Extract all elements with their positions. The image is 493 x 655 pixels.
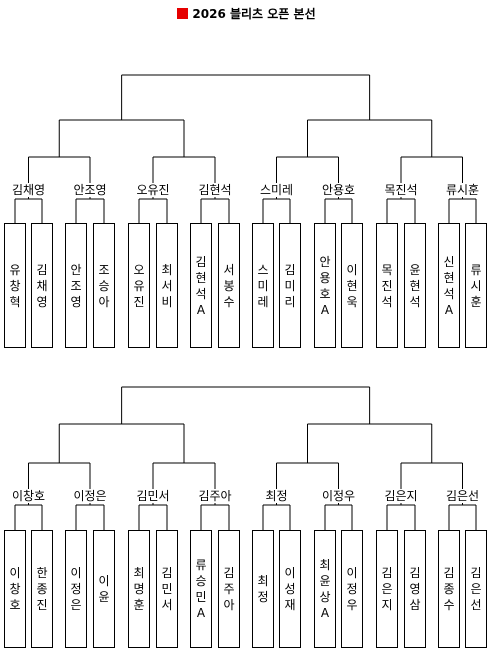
group-winner-label: 김채영	[2, 183, 55, 197]
group-winner-label: 최정	[250, 489, 303, 503]
group-winner-label: 김민서	[127, 489, 179, 503]
group-winner-label: 김은선	[436, 489, 489, 503]
page-title: 2026 블리츠 오픈 본선	[0, 4, 493, 22]
group-winner-label: 류시훈	[436, 183, 489, 197]
group-winner-label: 스미레	[250, 183, 303, 197]
group-winner-label: 김주아	[189, 489, 241, 503]
group-winner-label: 안용호	[312, 183, 365, 197]
group-winner-label: 오유진	[127, 183, 179, 197]
title-text: 2026 블리츠 오픈 본선	[192, 6, 316, 21]
group-winner-label: 이정은	[64, 489, 116, 503]
red-square-icon	[177, 7, 189, 19]
group-winner-label: 김현석	[189, 183, 241, 197]
group-winner-label: 목진석	[375, 183, 427, 197]
group-winner-label: 이정우	[312, 489, 365, 503]
group-winner-label: 안조영	[64, 183, 116, 197]
group-winner-label: 이창호	[2, 489, 55, 503]
group-winner-label: 김은지	[375, 489, 427, 503]
